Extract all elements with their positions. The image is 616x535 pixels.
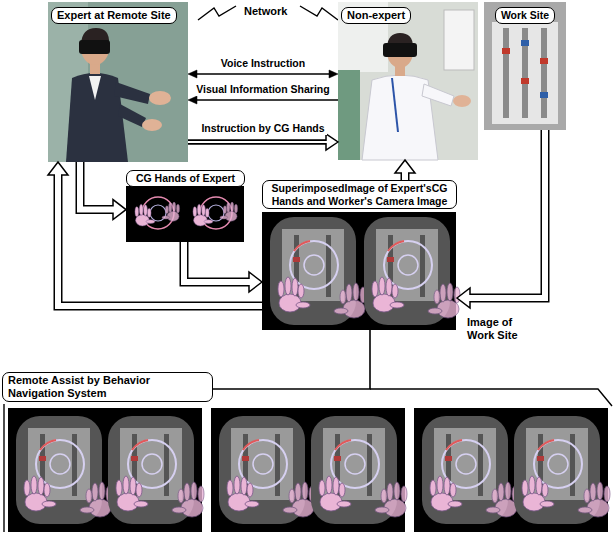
poster (444, 10, 474, 70)
person-arm (422, 84, 454, 106)
connector (188, 70, 338, 78)
connector (80, 162, 126, 220)
expert-photo-node: Expert at Remote Site (48, 2, 188, 162)
connector-fill (58, 172, 262, 306)
fisheye-view (16, 416, 112, 524)
connector (184, 242, 262, 292)
work-panel (492, 22, 558, 124)
lanyard (392, 78, 398, 132)
person-hand (142, 119, 162, 131)
photo-background (338, 2, 478, 160)
connector-line (80, 162, 113, 210)
connector-line (197, 99, 338, 101)
node-label: Non-expert (341, 7, 411, 24)
edge-label: Instruction by CG Hands (199, 122, 326, 135)
connector-line (213, 330, 370, 389)
connector-fill (467, 130, 545, 298)
connector-fill (80, 162, 116, 210)
panel-part (540, 92, 548, 98)
node-label: Work Site (495, 7, 555, 24)
connector (48, 162, 262, 306)
edge-label: Voice Instruction (219, 57, 307, 70)
node-label: Remote Assist by Behavior Navigation Sys… (2, 372, 213, 402)
person-hand (453, 95, 471, 107)
connector-fill (184, 242, 252, 282)
fisheye-view (364, 217, 460, 325)
fisheye-view (108, 416, 204, 524)
network-symbol (198, 6, 236, 20)
panel-bar (541, 28, 547, 118)
arrow-head (329, 70, 338, 78)
photo-background (48, 2, 188, 162)
panel-part (540, 58, 548, 64)
panel-part (502, 48, 510, 54)
node-label: SuperimposedImage of Expert'sCG Hands an… (262, 180, 457, 209)
cg-hands-view (193, 197, 238, 229)
arrow-head (188, 96, 197, 104)
connector (457, 130, 545, 308)
fisheye-view (311, 416, 407, 524)
connector (395, 160, 415, 180)
work-site-photo-node: Work Site (484, 2, 566, 130)
person-shirt (89, 76, 101, 100)
photo-wall (338, 70, 360, 160)
connector-line (184, 242, 249, 282)
connector (188, 96, 338, 104)
panel-bar (522, 28, 528, 118)
vr-headset (383, 43, 417, 57)
person-hand (149, 91, 171, 105)
non-expert-photo-node: Non-expert (338, 2, 478, 160)
edge-label: Image of Work Site (465, 316, 533, 342)
connector (188, 134, 338, 150)
fisheye-view (514, 416, 610, 524)
arrow-head (188, 70, 197, 78)
bracket-line (370, 389, 612, 406)
panel-bar (503, 28, 509, 118)
fisheye-view (422, 416, 518, 524)
fisheye-view (270, 217, 366, 325)
fisheye-view (219, 416, 315, 524)
panel-part (521, 40, 529, 46)
cg-hands-image (126, 186, 244, 242)
person-arm (114, 82, 150, 104)
remote-assist-node: Remote Assist by Behavior Navigation Sys… (2, 372, 213, 404)
network-symbol (300, 6, 338, 20)
connector-fill (188, 141, 329, 143)
bracket-line (3, 404, 4, 532)
panel-part (521, 78, 529, 84)
photo-background (484, 2, 566, 130)
cg-hands-node: CG Hands of Expert (126, 170, 245, 242)
connector-line (58, 175, 262, 306)
node-label: Expert at Remote Site (51, 7, 177, 24)
cg-hands-view (135, 197, 180, 229)
superimposed-image-node: SuperimposedImage of Expert'sCG Hands an… (262, 180, 457, 330)
connector-line (197, 73, 329, 75)
person-arm (118, 104, 146, 127)
node-label: CG Hands of Expert (126, 170, 245, 187)
network-label: Network (242, 5, 289, 18)
connector (213, 330, 370, 389)
vr-headset (79, 40, 110, 54)
connector-line (470, 130, 545, 298)
connector-fill (402, 170, 408, 180)
edge-label: Visual Information Sharing (194, 83, 331, 96)
